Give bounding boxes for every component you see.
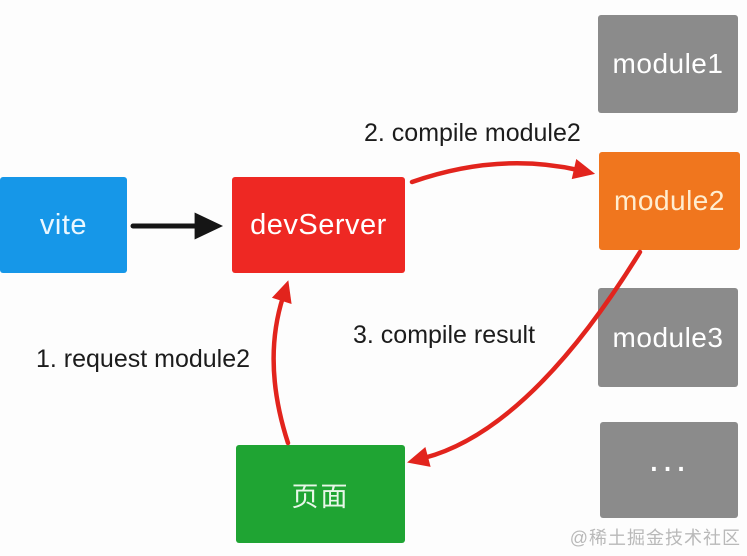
edge-label-request-module2: 1. request module2 [36, 345, 251, 373]
node-module3: module3 [598, 288, 738, 387]
edge-label-compile-result: 3. compile result [353, 321, 536, 349]
node-module1: module1 [598, 15, 738, 113]
node-page: 页面 [236, 445, 405, 543]
node-module2: module2 [599, 152, 740, 250]
node-devserver-label: devServer [250, 208, 387, 241]
node-module3-label: module3 [612, 321, 724, 353]
node-devserver: devServer [232, 177, 405, 273]
arrow-devserver-to-module2 [409, 159, 596, 185]
arrow-page-to-devserver [271, 280, 292, 446]
node-page-label: 页面 [291, 481, 350, 512]
edge-label-compile-module2: 2. compile module2 [364, 119, 581, 147]
node-more-modules-label: ... [648, 437, 690, 480]
node-vite: vite [0, 177, 127, 273]
watermark: @稀土掘金技术社区 [569, 528, 741, 548]
node-vite-label: vite [39, 208, 88, 241]
node-module2-label: module2 [614, 185, 725, 216]
node-module1-label: module1 [612, 48, 724, 79]
node-more-modules: ... [600, 422, 738, 518]
